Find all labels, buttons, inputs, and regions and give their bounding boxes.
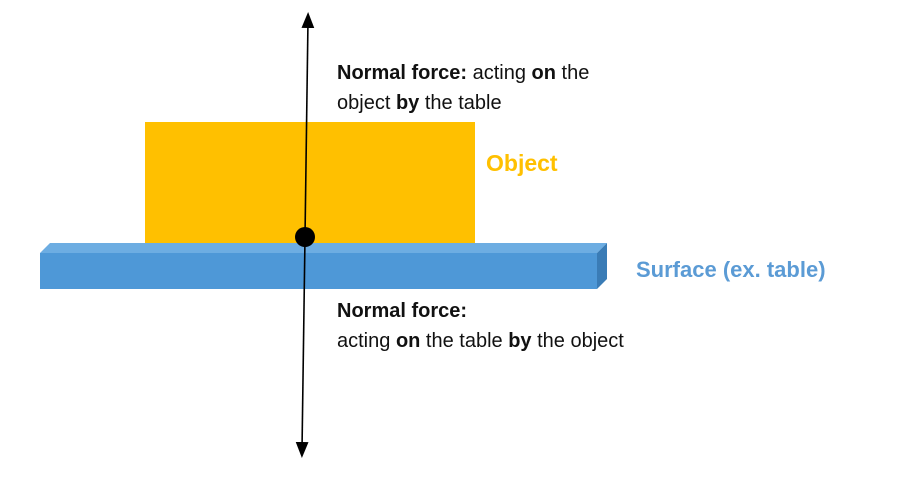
label-text: acting — [467, 62, 532, 84]
top-force-label: Normal force: acting on the object by th… — [337, 58, 589, 118]
label-text: by — [395, 92, 420, 114]
surface-top-face — [40, 243, 607, 253]
label-text: acting — [337, 330, 396, 352]
object-block — [145, 122, 475, 244]
surface-label: Surface (ex. table) — [636, 257, 826, 282]
normal-force-up-arrow — [301, 12, 315, 238]
label-text: the table — [420, 330, 509, 352]
label-text: the table — [419, 92, 502, 114]
label-text: on — [395, 330, 421, 352]
label-text: Normal force: — [337, 300, 468, 322]
label-text: the — [555, 62, 590, 84]
label-text: by — [508, 330, 532, 352]
label-text: the object — [531, 330, 624, 352]
normal-force-down-arrow — [295, 236, 309, 458]
label-text: Normal force: — [337, 62, 468, 84]
label-text: on — [531, 62, 556, 84]
object-label: Object — [486, 150, 558, 176]
label-text: object — [337, 92, 396, 114]
surface-side-face — [597, 243, 607, 289]
contact-point — [295, 227, 315, 247]
bottom-force-label: Normal force: acting on the table by the… — [337, 296, 624, 356]
surface-front-face — [40, 253, 597, 289]
